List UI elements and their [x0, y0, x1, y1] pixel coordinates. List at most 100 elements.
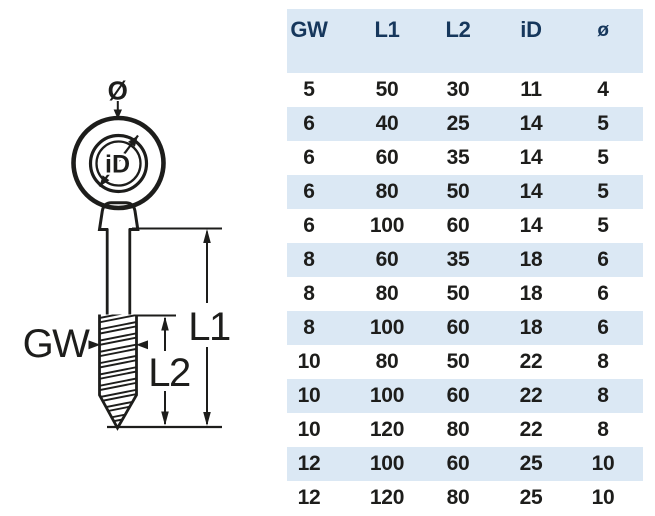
- table-cell: 60: [446, 316, 470, 339]
- table-cell: 8: [303, 316, 315, 339]
- arrowhead-right-icon: [88, 340, 101, 350]
- outer-diameter-callout: Ø: [108, 76, 128, 120]
- table-cell: 120: [369, 418, 405, 441]
- table-cell: 120: [369, 486, 405, 509]
- arrowhead-down-icon: [161, 411, 169, 426]
- table-cell: 11: [520, 78, 542, 101]
- header-cell: L1: [374, 17, 400, 42]
- table-cell: 5: [303, 78, 315, 101]
- table-cell: 80: [375, 282, 399, 305]
- l1-label: L1: [188, 305, 230, 349]
- l2-label: L2: [148, 351, 190, 395]
- table-cell: 8: [597, 350, 609, 373]
- table-cell: 22: [519, 418, 543, 441]
- dimension-l1: L1: [107, 227, 231, 429]
- arrowhead-left-icon: [136, 340, 148, 350]
- table-cell: 80: [446, 486, 470, 509]
- table-cell: 60: [446, 384, 470, 407]
- table-cell: 60: [446, 452, 470, 475]
- table-cell: 50: [375, 78, 399, 101]
- table-cell: 60: [375, 248, 399, 271]
- inner-diameter-label: iD: [105, 151, 130, 179]
- table-cell: 8: [303, 282, 315, 305]
- table-cell: 14: [519, 180, 543, 203]
- table-cell: 10: [591, 452, 615, 475]
- table-row: 10 80 50 22 8: [287, 345, 643, 379]
- thread-label: GW: [23, 322, 91, 366]
- table-cell: 100: [369, 384, 405, 407]
- table-cell: 6: [303, 112, 315, 135]
- table-cell: 5: [597, 180, 609, 203]
- table-cell: 5: [597, 146, 609, 169]
- table-cell: 12: [297, 486, 321, 509]
- table-cell: 80: [375, 350, 399, 373]
- eye-ring: [71, 115, 166, 211]
- shank: [105, 227, 132, 315]
- table-row: 6 60 35 14 5: [287, 141, 643, 175]
- thread: [98, 314, 138, 431]
- header-cell: ø: [597, 20, 609, 41]
- table-row: 10 100 60 22 8: [287, 379, 643, 413]
- table-cell: 4: [597, 78, 609, 101]
- table-cell: 6: [597, 248, 609, 271]
- table-cell: 35: [446, 146, 470, 169]
- table-cell: 6: [303, 180, 315, 203]
- dimension-l2: L2: [137, 314, 191, 426]
- table-row: 10 120 80 22 8: [287, 413, 643, 447]
- table-cell: 10: [297, 418, 321, 441]
- table-cell: 80: [446, 418, 470, 441]
- table-row: 8 100 60 18 6: [287, 311, 643, 345]
- table-cell: 18: [519, 248, 543, 271]
- table-cell: 6: [303, 214, 315, 237]
- table-cell: 25: [519, 452, 543, 475]
- table-cell: 6: [303, 146, 315, 169]
- eyebolt-technical-drawing: Ø iD GW L1: [23, 76, 231, 431]
- spec-table-header: GW L1 L2 iD ø: [287, 9, 643, 73]
- header-cell: L2: [445, 17, 471, 42]
- table-cell: 8: [597, 384, 609, 407]
- table-cell: 22: [519, 384, 543, 407]
- arrowhead-down-icon: [113, 109, 122, 120]
- table-cell: 14: [519, 214, 543, 237]
- table-cell: 10: [297, 350, 321, 373]
- table-cell: 8: [303, 248, 315, 271]
- arrowhead-down-icon: [203, 412, 211, 426]
- table-cell: 60: [446, 214, 470, 237]
- collar: [97, 201, 140, 231]
- table-row: 6 80 50 14 5: [287, 175, 643, 209]
- table-cell: 50: [446, 350, 470, 373]
- table-cell: 22: [519, 350, 543, 373]
- header-cell: GW: [290, 17, 328, 42]
- table-cell: 14: [519, 112, 543, 135]
- diameter-label: Ø: [108, 76, 128, 106]
- inner-diameter-callout: iD: [88, 133, 149, 194]
- table-cell: 18: [519, 316, 543, 339]
- table-cell: 6: [597, 316, 609, 339]
- table-cell: 50: [446, 282, 470, 305]
- table-cell: 14: [519, 146, 543, 169]
- table-cell: 25: [446, 112, 470, 135]
- table-cell: 60: [375, 146, 399, 169]
- table-cell: 8: [597, 418, 609, 441]
- arrowhead-downleft-icon: [99, 175, 110, 187]
- table-cell: 100: [369, 316, 405, 339]
- table-cell: 18: [519, 282, 543, 305]
- table-row: 6 100 60 14 5: [287, 209, 643, 243]
- arrowhead-up-icon: [203, 229, 211, 243]
- arrowhead-upright-icon: [128, 135, 138, 147]
- table-cell: 80: [375, 180, 399, 203]
- table-cell: 10: [297, 384, 321, 407]
- table-cell: 100: [369, 214, 405, 237]
- table-cell: 5: [597, 214, 609, 237]
- header-cell: iD: [520, 17, 542, 42]
- table-cell: 50: [446, 180, 470, 203]
- thread-size-callout: GW: [23, 322, 148, 366]
- table-cell: 100: [369, 452, 405, 475]
